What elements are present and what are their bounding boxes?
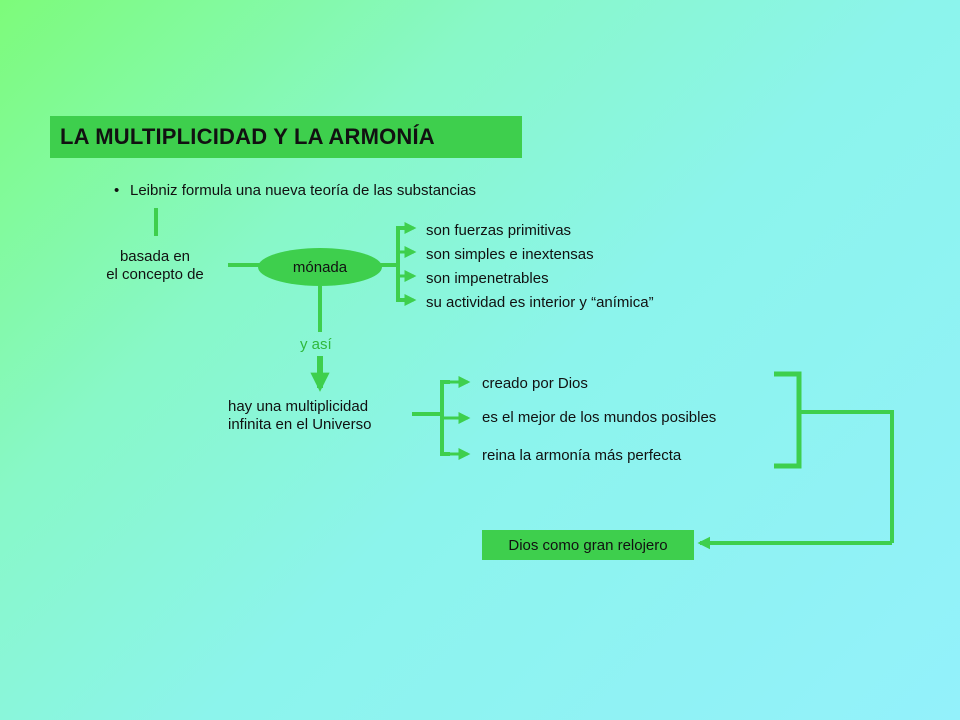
property-2: son simples e inextensas [426,246,594,263]
consequence-3: reina la armonía más perfecta [482,447,682,464]
consequence-1: creado por Dios [482,375,588,392]
property-1: son fuerzas primitivas [426,222,572,239]
properties-bracket [396,226,406,302]
multiplicidad-line-1: hay una multiplicidad [228,398,369,415]
y-asi-label: y así [300,336,332,353]
monada-ellipse: mónada [258,248,382,286]
bullet-dot: • [114,182,120,199]
property-3: son impenetrables [426,270,549,287]
property-4: su actividad es interior y “anímica” [426,294,654,311]
return-bracket [800,410,894,543]
conclusion-box: Dios como gran relojero [482,530,694,560]
monada-label: mónada [292,258,348,276]
page-title: LA MULTIPLICIDAD Y LA ARMONÍA [60,124,435,149]
basada-line-2: el concepto de [106,266,204,283]
multiplicidad-label: hay una multiplicidad infinita en el Uni… [228,398,371,434]
basada-line-1: basada en [119,248,191,265]
bullet-text: Leibniz formula una nueva teoría de las … [130,182,477,199]
title-box: LA MULTIPLICIDAD Y LA ARMONÍA [50,116,522,158]
multiplicidad-line-2: infinita en el Universo [228,416,372,433]
consequence-2: es el mejor de los mundos posibles [482,409,717,426]
basada-label: basada en el concepto de [80,248,230,284]
right-bracket [774,371,802,469]
conclusion-label: Dios como gran relojero [508,536,668,554]
